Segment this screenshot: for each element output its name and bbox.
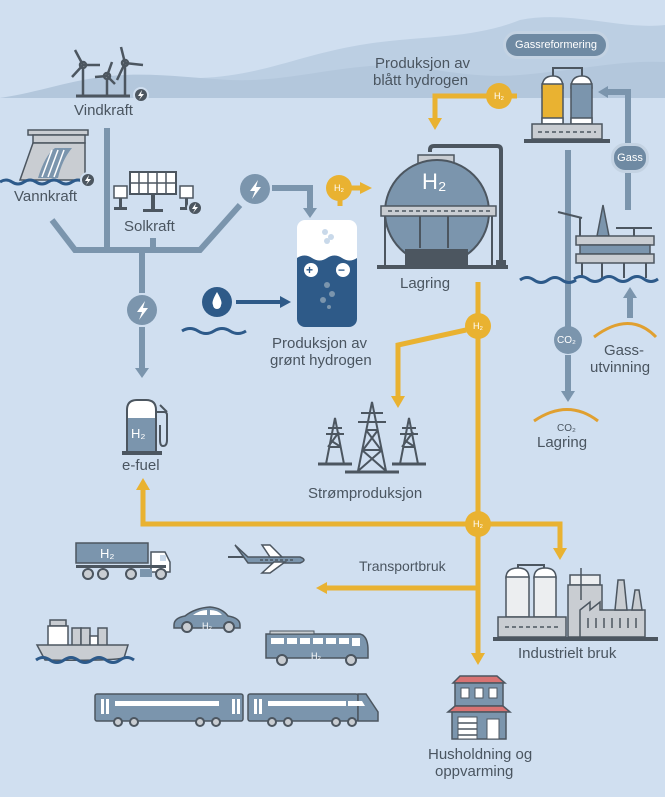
power-pylon-icon (318, 401, 426, 474)
label-co2-storage: Lagring (537, 434, 588, 451)
label-gas-extraction-2: utvinning (590, 359, 651, 376)
h2-badge-distribution: H₂ (465, 511, 491, 537)
wind-turbine-icon (71, 46, 144, 98)
water-drop-icon (202, 287, 232, 317)
label-vindkraft: Vindkraft (74, 102, 133, 119)
label-transport: Transportbruk (359, 558, 446, 574)
car-icon (173, 606, 241, 633)
co2-storage-co2: CO₂ (557, 423, 576, 434)
h2-badge-green: H₂ (326, 175, 352, 201)
house-icon (445, 675, 513, 740)
gas-reforming-pill: Gassreformering (503, 31, 609, 59)
co2-badge-text: CO₂ (557, 335, 576, 346)
electricity-node-icon (240, 174, 270, 204)
train-icon (94, 693, 379, 727)
truck-icon (75, 542, 171, 580)
solar-panel-icon (113, 171, 203, 216)
truck-h2-text: H₂ (100, 546, 115, 561)
bus-h2-text: H₂ (311, 651, 321, 661)
label-power-production: Strømproduksjon (308, 485, 423, 502)
label-solkraft: Solkraft (124, 218, 175, 235)
co2-node (554, 326, 582, 354)
industry-icon (493, 564, 658, 641)
airplane-icon (228, 544, 305, 574)
bus-icon (265, 630, 369, 666)
label-storage: Lagring (400, 275, 451, 292)
water-wave (519, 276, 577, 284)
car-h2-text: H₂ (202, 621, 212, 631)
label-household-1: Husholdning og (428, 746, 533, 763)
bolt-badge-icon (133, 87, 149, 103)
train-windows (115, 701, 365, 706)
electrolyser-minus: − (338, 263, 346, 277)
label-blue-production-2: blått hydrogen (373, 72, 469, 89)
fuel-pump-icon (122, 399, 168, 455)
label-industry: Industrielt bruk (518, 645, 617, 662)
pump-h2-text: H₂ (131, 426, 146, 441)
electrolyser-icon (297, 220, 357, 327)
hydro-dam-icon (0, 129, 96, 188)
co2-deposit (533, 408, 599, 423)
h2-badge-blue: H₂ (486, 83, 512, 109)
gas-pill: Gass (611, 143, 649, 173)
label-gas-extraction-1: Gass- (604, 342, 645, 359)
water-wave (181, 327, 247, 335)
label-vannkraft: Vannkraft (14, 188, 78, 205)
electrolyser-plus: + (306, 263, 314, 277)
label-efuel: e-fuel (122, 457, 160, 474)
tank-h2-text: H₂ (422, 169, 447, 194)
storage-tank-icon (377, 144, 508, 269)
label-blue-production-1: Produksjon av (375, 55, 471, 72)
label-green-production-1: Produksjon av (272, 335, 368, 352)
offshore-platform-icon (557, 204, 659, 283)
gas-reformer-icon (524, 67, 610, 143)
label-green-production-2: grønt hydrogen (270, 352, 372, 369)
cargo-ship-icon (35, 619, 135, 664)
gas-deposit (593, 322, 658, 339)
label-household-2: oppvarming (435, 763, 514, 780)
h2-badge-storage-out: H₂ (465, 313, 491, 339)
electricity-node-icon (127, 295, 157, 325)
